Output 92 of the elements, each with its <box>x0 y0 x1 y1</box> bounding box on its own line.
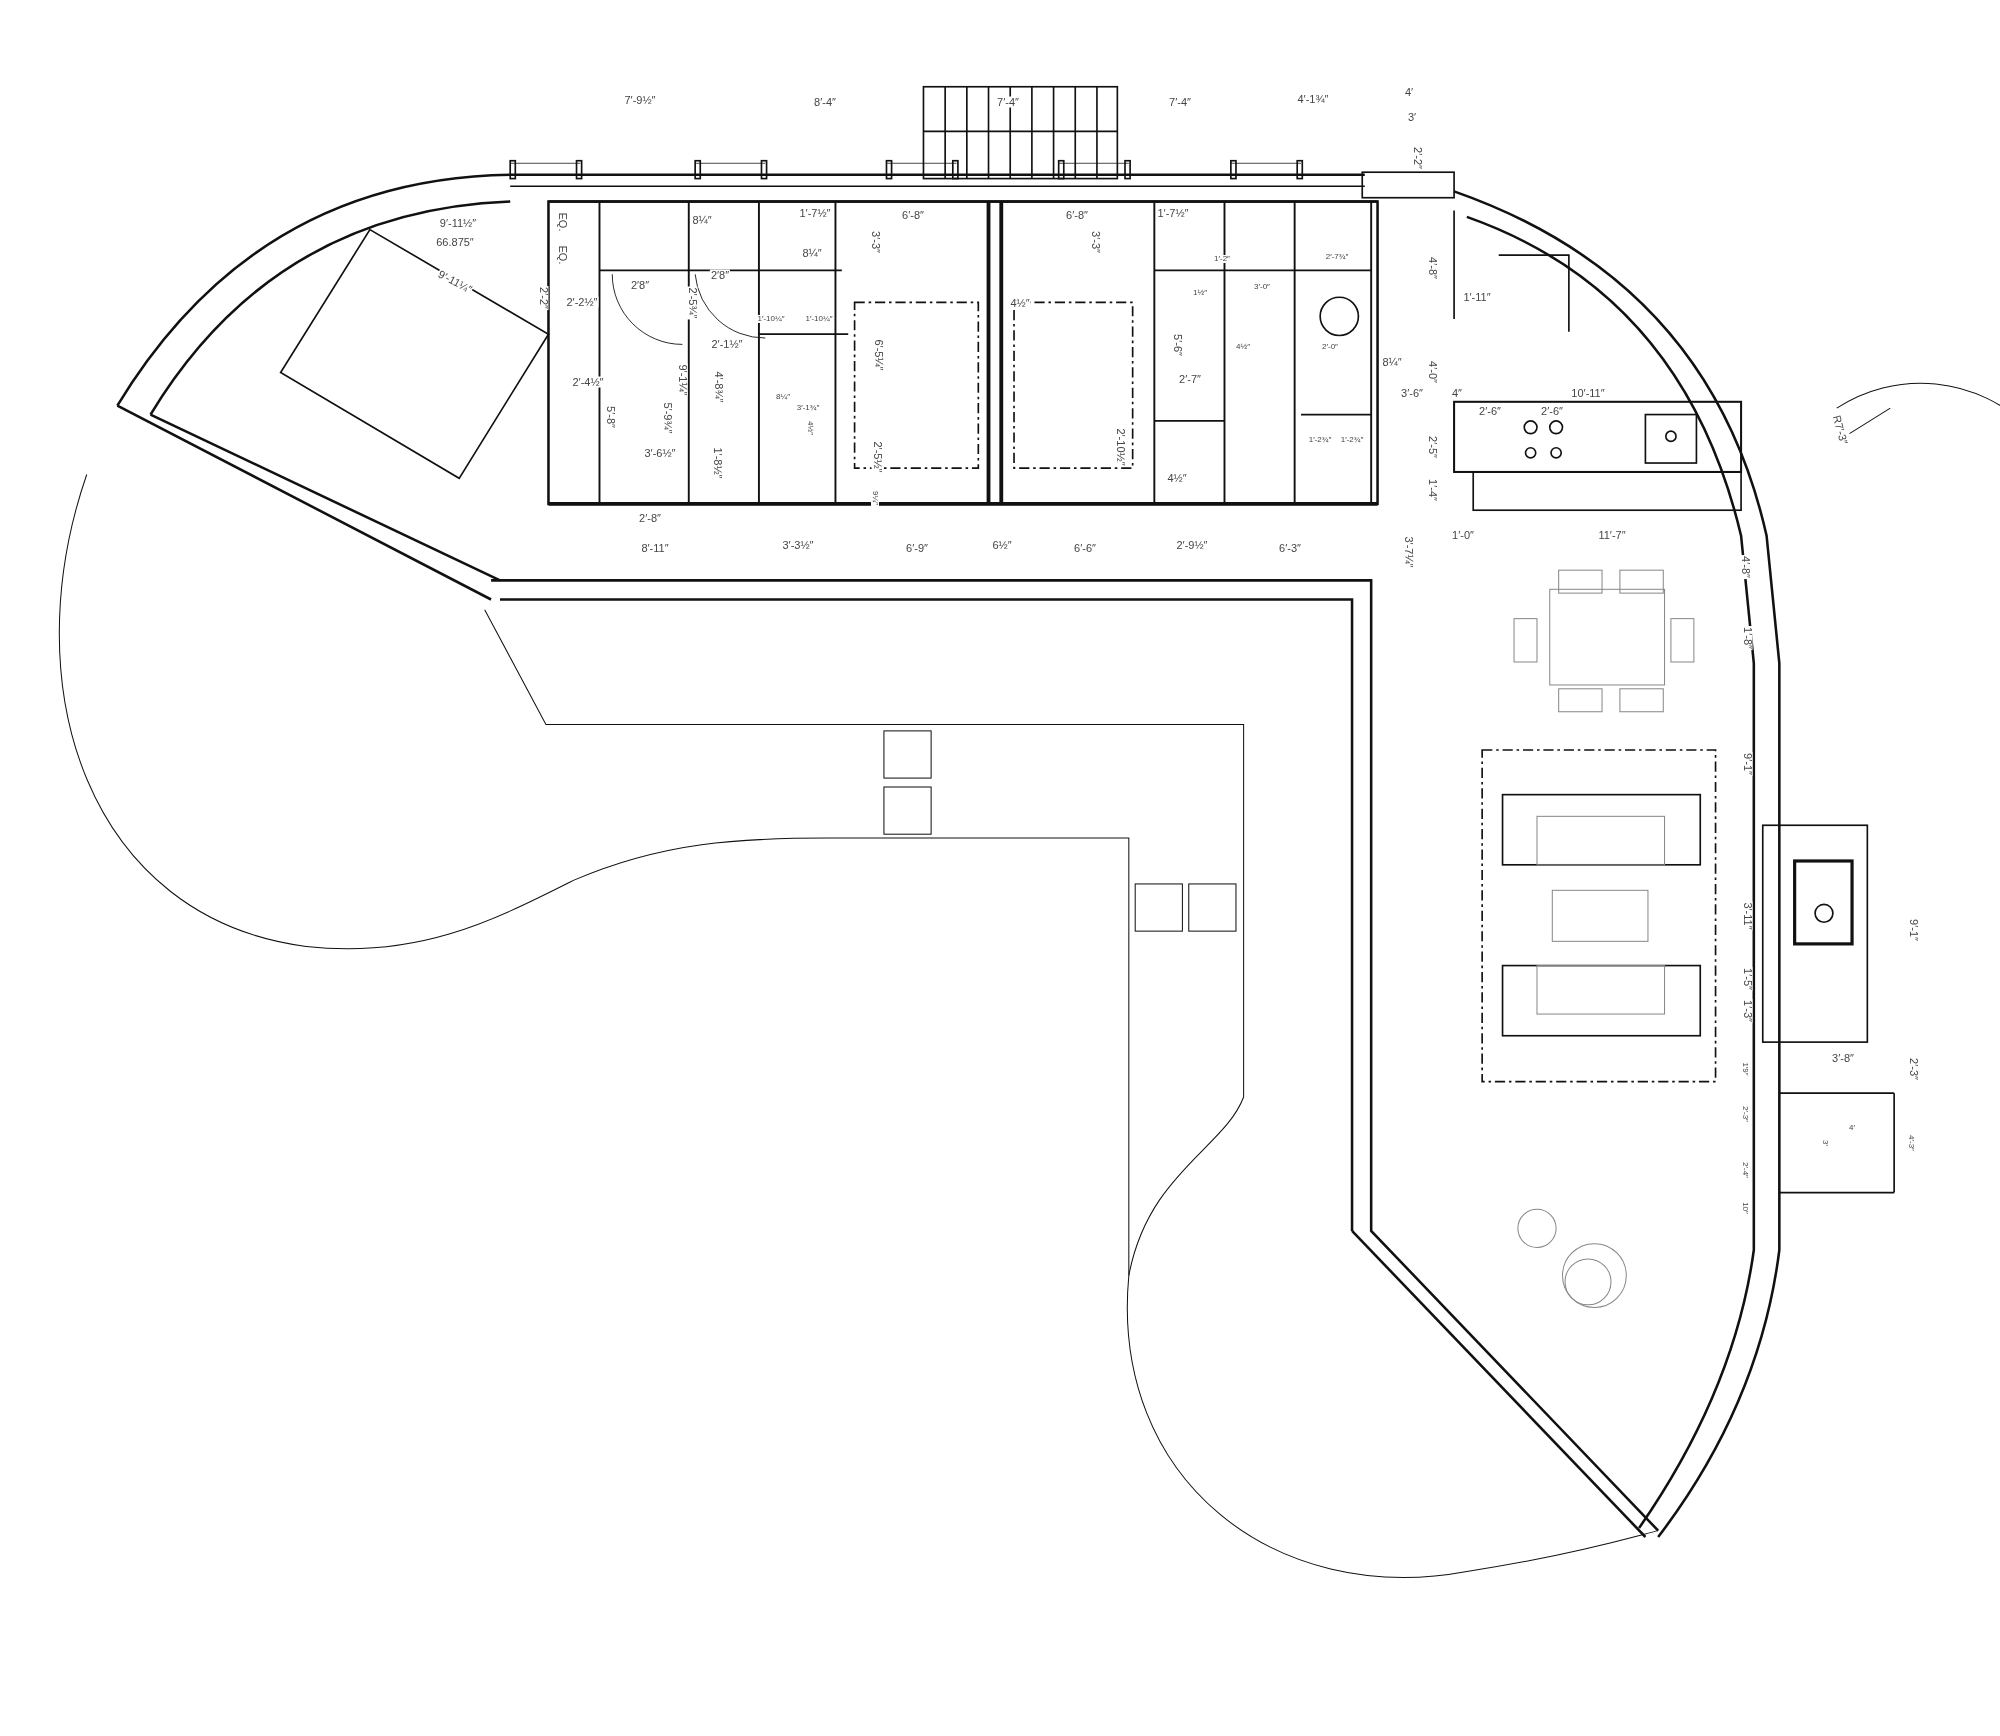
dimension-label: 4½″ <box>1009 297 1031 309</box>
dimension-label: 9′-1¼″ <box>676 363 688 397</box>
dimension-label: 2′-4½″ <box>571 376 605 388</box>
dimension-label: 6′-5¼″ <box>872 338 884 372</box>
dimension-label: 7′-4″ <box>996 96 1020 108</box>
dimension-label: 1′-10¼″ <box>804 315 834 323</box>
dimension-label: 6′-9″ <box>905 542 929 554</box>
dimension-label: 2′-5″ <box>1426 435 1438 459</box>
dimension-label: 7′-4″ <box>1168 96 1192 108</box>
dimension-label: 8¼″ <box>1381 356 1403 368</box>
dimension-label: 9′-1″ <box>1741 752 1753 776</box>
dimension-label: 6′-8″ <box>1065 209 1089 221</box>
dimension-label: 1′-7½″ <box>1156 207 1190 219</box>
dimension-label: 1′-2¾″ <box>1339 436 1365 444</box>
dimension-label: 2′-0″ <box>1321 343 1339 351</box>
dimension-label: 3′-3″ <box>1089 230 1101 254</box>
dimension-label: 4′-8″ <box>1426 256 1438 280</box>
dimension-label: 4′ <box>1848 1124 1856 1132</box>
dimension-label: 1′-0″ <box>1451 529 1475 541</box>
dimension-label: 3′-6½″ <box>643 447 677 459</box>
dimension-label: 1′-8″ <box>1741 626 1753 650</box>
dimension-label: 9′-11½″ <box>438 217 478 229</box>
dimension-label: 10′-11″ <box>1570 387 1606 399</box>
dimension-label: 8¼″ <box>691 214 713 226</box>
dimension-label: 3′ <box>1406 111 1418 123</box>
dimension-label: EQ. <box>556 211 568 233</box>
dimension-label: 2′-1½″ <box>710 338 744 350</box>
dimension-label: 6′-8″ <box>901 209 925 221</box>
dimension-label: 2′8″ <box>709 269 731 281</box>
dimension-label: 2′-2″ <box>1411 146 1423 170</box>
dimension-label: 4′-3″ <box>1907 1134 1915 1152</box>
dimension-label: 2′-3″ <box>1741 1105 1749 1123</box>
dimension-label: 1′-8½″ <box>711 446 723 480</box>
dimension-label: 2′-2½″ <box>565 296 599 308</box>
dimension-label: 9¼″ <box>871 490 879 506</box>
dimension-label: 1′-5″ <box>1741 967 1753 991</box>
dimension-label: 8′-11″ <box>640 542 670 554</box>
dimension-label: 5′-8″ <box>604 405 616 429</box>
dimension-label: 3′-3½″ <box>781 539 815 551</box>
dimension-label: 4′-0″ <box>1426 360 1438 384</box>
dimension-label: 2′-6″ <box>1540 405 1564 417</box>
dimension-label: 3′-7¼″ <box>1402 535 1414 569</box>
dimension-label: 3′-11″ <box>1741 901 1753 931</box>
dimension-label: 2′-7¾″ <box>1324 253 1350 261</box>
dimension-label: 2′-9½″ <box>1175 539 1209 551</box>
dimension-label: 6½″ <box>991 539 1013 551</box>
dimension-label: 1′9″ <box>1741 1061 1749 1077</box>
dimension-label: 5′-9¾″ <box>661 401 673 435</box>
dimension-label: 11′-7″ <box>1597 529 1627 541</box>
dimension-label: 3′ <box>1821 1139 1829 1147</box>
dimension-label: 3′-8″ <box>1831 1052 1855 1064</box>
dimension-label: 4½″ <box>1235 343 1251 351</box>
dimension-label: 1′-2″ <box>1213 255 1231 263</box>
dimension-label: 1′-7½″ <box>798 207 832 219</box>
dimension-label: 7′-9½″ <box>623 94 657 106</box>
dimension-label: 2′-10½″ <box>1114 427 1126 467</box>
dimension-label: 9′-1″ <box>1907 918 1919 942</box>
dimension-label: 8′-4″ <box>813 96 837 108</box>
dimension-label: EQ. <box>556 244 568 266</box>
dimension-label: 1′-4″ <box>1426 478 1438 502</box>
dimension-label: 3′-0″ <box>1253 283 1271 291</box>
dimension-label: 5′-6″ <box>1171 333 1183 357</box>
dimension-label: 6′-3″ <box>1278 542 1302 554</box>
dimension-label: 10″ <box>1741 1201 1749 1215</box>
dimension-label: 8¼″ <box>801 247 823 259</box>
dimension-label: 2′-4″ <box>1741 1161 1749 1179</box>
dimension-label: 66.875″ <box>435 236 475 248</box>
dimension-label: 1′-2¾″ <box>1307 436 1333 444</box>
dimension-label: 1½″ <box>1192 289 1208 297</box>
dimension-label: 3′-3″ <box>869 230 881 254</box>
dimension-label: 4′-8″ <box>1739 555 1751 579</box>
dimension-label: 2′-2″ <box>537 286 549 310</box>
dimension-label: 1′-3″ <box>1741 999 1753 1023</box>
dimension-label: 8¼″ <box>775 393 791 401</box>
dimension-label: 4½″ <box>806 420 814 436</box>
dimension-label: 2′-5¾″ <box>686 286 698 320</box>
dimension-label: 4½″ <box>1166 472 1188 484</box>
dimension-label: 2′-5½″ <box>871 440 883 474</box>
dimension-label: 2′-8″ <box>638 512 662 524</box>
dimension-label: 2′8″ <box>629 279 651 291</box>
dimension-label: 3′-1¾″ <box>795 404 821 412</box>
dimension-label: 4″ <box>1451 387 1463 399</box>
dimension-label: 4′-1¾″ <box>1296 93 1330 105</box>
dimension-label: 2′-3″ <box>1907 1057 1919 1081</box>
dimension-label: 4′-8¾″ <box>712 370 724 404</box>
dimension-label: 2′-7″ <box>1178 373 1202 385</box>
dimension-label: 4′ <box>1403 86 1415 98</box>
dimension-label: 1′-10¼″ <box>756 315 786 323</box>
dimension-label: 3′-6″ <box>1400 387 1424 399</box>
dimension-label: 2′-6″ <box>1478 405 1502 417</box>
dimension-label: 1′-11″ <box>1462 291 1492 303</box>
dimension-label: 6′-6″ <box>1073 542 1097 554</box>
